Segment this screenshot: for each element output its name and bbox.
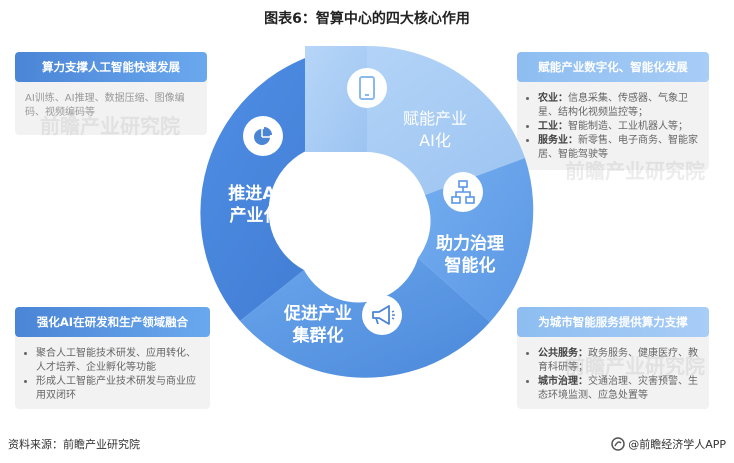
card-bottom-left-list: 聚合人工智能技术研发、应用转化、人才培养、企业孵化等功能 形成人工智能产业技术研… (25, 347, 202, 403)
brand-logo-icon (611, 437, 625, 451)
brand-credit-text: @前瞻经济学人APP (628, 438, 726, 451)
list-item: 农业：信息采集、传感器、气象卫星、结构化视频监控等； (538, 92, 701, 120)
card-top-right-list: 农业：信息采集、传感器、气象卫星、结构化视频监控等； 工业：智能制造、工业机器人… (527, 92, 701, 162)
source-note: 资料来源：前瞻产业研究院 (8, 438, 140, 451)
segment-label-top-right: 赋能产业 AI化 (402, 109, 467, 150)
card-bottom-right-list: 公共服务：政务服务、健康医疗、教育科研等； 城市治理：交通治理、灾害预警、生态环… (527, 347, 701, 403)
card-top-right-title: 赋能产业数字化、智能化发展 (517, 52, 709, 82)
card-bottom-right-title: 为城市智能服务提供算力支撑 (517, 307, 709, 337)
list-item: 城市治理：交通治理、灾害预警、生态环境监测、应急处置等 (538, 375, 701, 403)
card-bottom-right: 为城市智能服务提供算力支撑 公共服务：政务服务、健康医疗、教育科研等； 城市治理… (517, 307, 709, 409)
megaphone-icon (362, 295, 402, 335)
list-item: 工业：智能制造、工业机器人等； (538, 120, 701, 134)
segment-label-bottom: 促进产业 集群化 (284, 304, 352, 346)
card-top-left: 算力支撑人工智能快速发展 AI训练、AI推理、数据压缩、图像编码、视频编码等 (15, 52, 207, 135)
segment-label-left: 推进AI 产业化 (228, 184, 282, 226)
list-item: 聚合人工智能技术研发、应用转化、人才培养、企业孵化等功能 (36, 347, 202, 375)
card-top-left-title: 算力支撑人工智能快速发展 (15, 52, 207, 82)
card-top-left-text: AI训练、AI推理、数据压缩、图像编码、视频编码等 (25, 93, 185, 118)
card-bottom-left: 强化AI在研发和生产领域融合 聚合人工智能技术研发、应用转化、人才培养、企业孵化… (15, 307, 210, 409)
card-top-right: 赋能产业数字化、智能化发展 农业：信息采集、传感器、气象卫星、结构化视频监控等；… (517, 52, 709, 170)
phone-icon (347, 68, 387, 108)
brand-credit: @前瞻经济学人APP (611, 436, 726, 452)
segment-label-right: 助力治理 智能化 (436, 234, 504, 276)
card-bottom-left-title: 强化AI在研发和生产领域融合 (15, 307, 210, 337)
org-chart-icon (443, 172, 483, 212)
pie-chart-icon (243, 116, 283, 156)
list-item: 服务业：新零售、电子商务、智能家居、智能驾驶等 (538, 134, 701, 162)
list-item: 公共服务：政务服务、健康医疗、教育科研等； (538, 347, 701, 375)
ring-hole (307, 154, 427, 274)
list-item: 形成人工智能产业技术研发与商业应用双闭环 (36, 375, 202, 403)
chart-title: 图表6：智算中心的四大核心作用 (264, 11, 470, 27)
